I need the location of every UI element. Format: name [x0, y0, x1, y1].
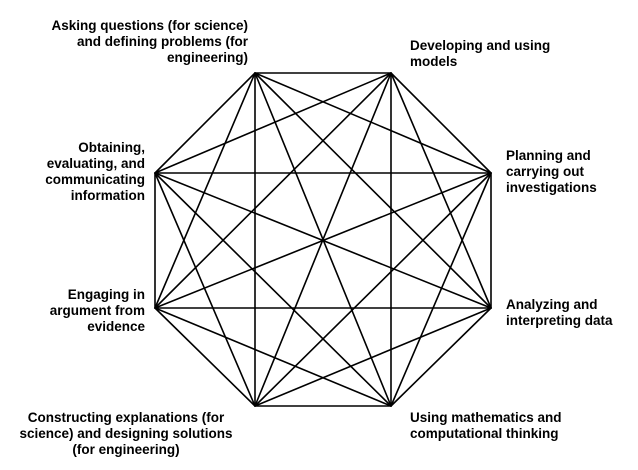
edge-investigations-explanations — [254, 172, 492, 407]
edge-models-data — [390, 72, 492, 309]
label-planning-investigations: Planning and carrying out investigations — [506, 148, 597, 195]
edge-asking-data — [254, 72, 492, 309]
edge-investigations-math — [390, 172, 492, 407]
edge-asking-information — [154, 72, 256, 174]
edge-explanations-information — [154, 172, 256, 407]
label-engaging-argument: Engaging in argument from evidence — [49, 287, 145, 334]
edge-data-math — [390, 307, 492, 407]
edge-asking-investigations — [254, 72, 492, 174]
connection-lines — [154, 72, 492, 407]
edge-models-explanations — [254, 72, 392, 407]
edge-models-investigations — [390, 72, 492, 174]
edge-asking-argument — [154, 72, 256, 309]
edge-data-information — [154, 172, 492, 309]
label-constructing-explanations: Constructing explanations (for science) … — [19, 410, 233, 457]
label-obtaining-information: Obtaining, evaluating, and communicating… — [45, 140, 145, 203]
label-analyzing-data: Analyzing and interpreting data — [506, 297, 613, 328]
label-asking-questions: Asking questions (for science) and defin… — [51, 18, 248, 65]
edge-models-argument — [154, 72, 392, 309]
label-using-mathematics: Using mathematics and computational thin… — [410, 410, 562, 441]
edge-math-information — [154, 172, 392, 407]
edge-math-argument — [154, 307, 392, 407]
edge-models-information — [154, 72, 392, 174]
edge-explanations-argument — [154, 307, 256, 407]
edge-data-explanations — [254, 307, 492, 407]
label-developing-models: Developing and using models — [410, 38, 551, 69]
